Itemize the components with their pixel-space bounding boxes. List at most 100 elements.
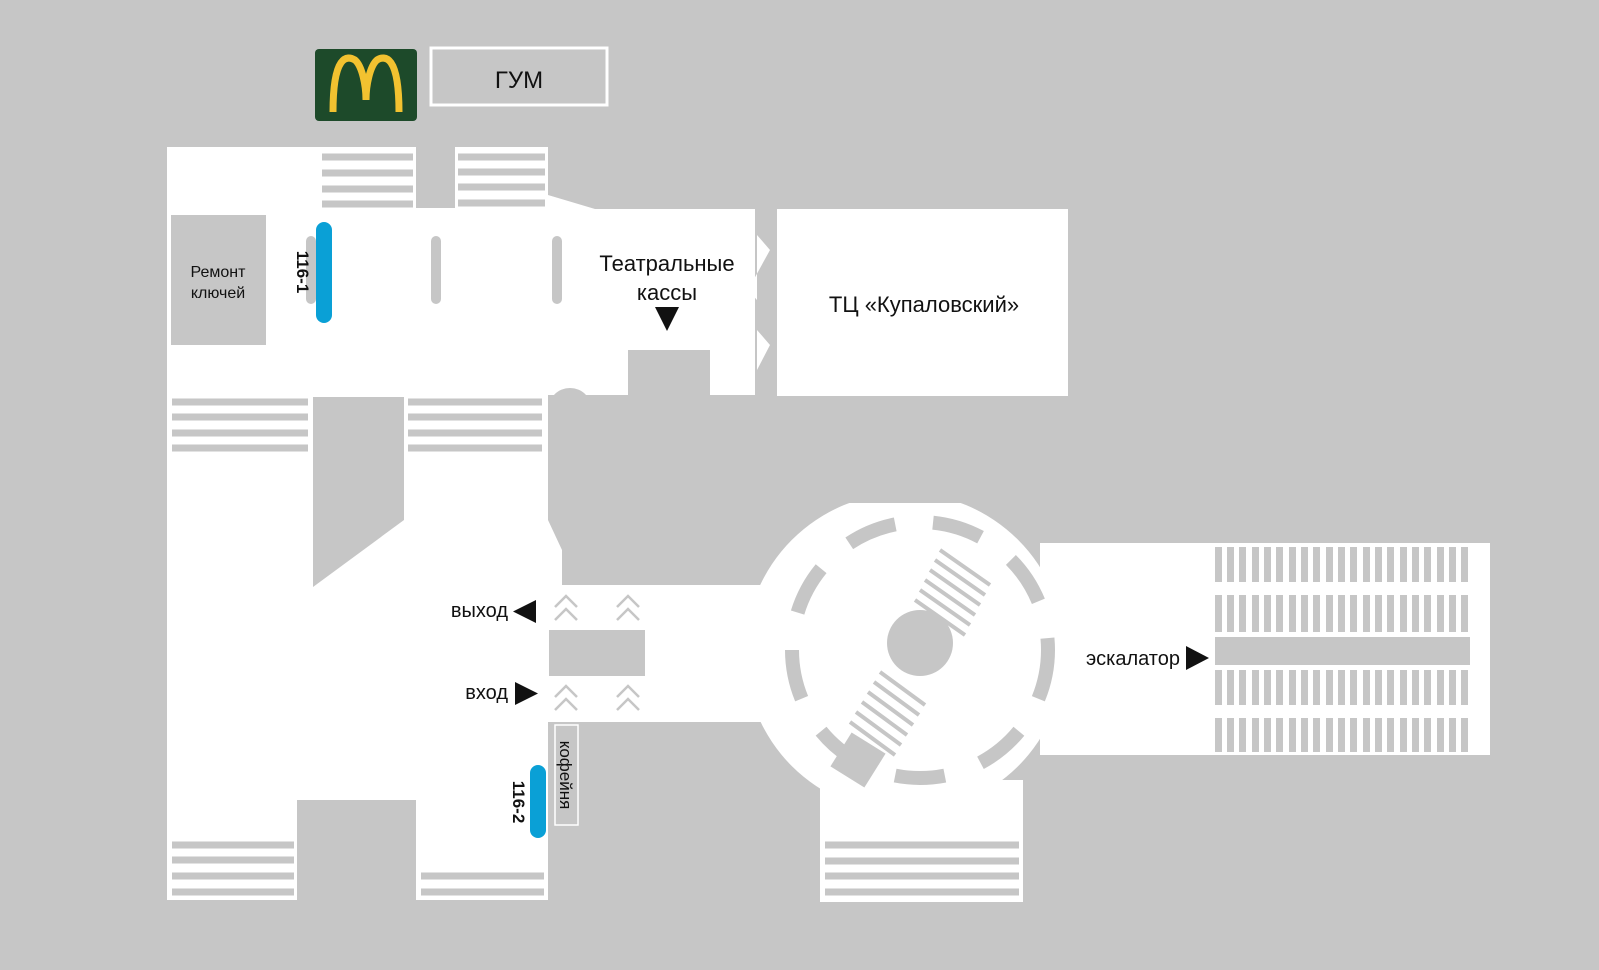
escalator-bar: [1313, 547, 1320, 582]
escalator-bar: [1264, 718, 1271, 752]
escalator-bar: [1215, 718, 1222, 752]
escalator-bar: [1338, 670, 1345, 705]
escalator-bar: [1252, 670, 1259, 705]
escalator-bar: [1289, 670, 1296, 705]
arrow-right-icon: [515, 682, 538, 705]
stop-1-label: 116-1: [293, 251, 312, 294]
escalator-bar: [1301, 718, 1308, 752]
escalator-bar: [1276, 670, 1283, 705]
escalator-bar: [1375, 547, 1382, 582]
escalator-bar: [1449, 547, 1456, 582]
escalator-bar: [1412, 718, 1419, 752]
escalator-bar: [1461, 670, 1468, 705]
escalator-bar: [1252, 718, 1259, 752]
bus-stop-116-2[interactable]: [530, 765, 546, 838]
escalator-bar: [1387, 595, 1394, 632]
escalator-bar: [1289, 595, 1296, 632]
coffee-shop[interactable]: кофейня: [554, 724, 579, 826]
escalator-bar: [1350, 547, 1357, 582]
escalator-bar: [1449, 595, 1456, 632]
escalator-bar: [1412, 670, 1419, 705]
turnstile-block: [549, 630, 645, 676]
escalator-bar: [1252, 595, 1259, 632]
exit-label: выход: [451, 600, 508, 622]
escalator-bar: [1375, 595, 1382, 632]
escalator-bar: [1301, 595, 1308, 632]
gum-label: ГУМ: [495, 67, 543, 94]
escalator-bar: [1227, 595, 1234, 632]
coffee-label: кофейня: [556, 741, 575, 810]
escalator-bar: [1437, 670, 1444, 705]
escalator-bar: [1338, 547, 1345, 582]
escalator-bar: [1387, 718, 1394, 752]
escalator-bar: [1375, 718, 1382, 752]
key-repair-kiosk: [171, 215, 266, 345]
escalator-bar: [1215, 670, 1222, 705]
escalator-bar: [1264, 547, 1271, 582]
escalator-bar: [1437, 547, 1444, 582]
escalator-bar: [1412, 547, 1419, 582]
escalator-bar: [1252, 547, 1259, 582]
arrow-down-icon: [655, 307, 679, 331]
escalator-bar: [1437, 718, 1444, 752]
escalator-bar: [1449, 718, 1456, 752]
escalator-divider: [1215, 637, 1470, 665]
theatre-label-1: Театральные: [599, 251, 734, 276]
stop-2-label: 116-2: [509, 781, 528, 824]
gum-store[interactable]: ГУМ: [429, 46, 609, 107]
arrow-left-icon: [513, 600, 536, 623]
bus-stop-116-1[interactable]: [316, 222, 332, 323]
escalator-bar: [1363, 547, 1370, 582]
escalator-bar: [1350, 595, 1357, 632]
direction-chevrons: [554, 594, 640, 711]
escalator-bar: [1375, 670, 1382, 705]
escalator-bar: [1363, 595, 1370, 632]
escalator-steps: [848, 548, 992, 757]
theatre-label-2: кассы: [637, 280, 697, 305]
escalator-bar: [1338, 718, 1345, 752]
escalator-bar: [1424, 670, 1431, 705]
key-repair-label-2: ключей: [191, 285, 245, 302]
column: [887, 610, 953, 676]
escalator-bar: [1400, 595, 1407, 632]
escalator-bar: [1289, 718, 1296, 752]
escalator-bar: [1350, 670, 1357, 705]
escalator-bar: [1326, 718, 1333, 752]
escalator-bar: [1276, 718, 1283, 752]
key-repair-label-1: Ремонт: [191, 264, 247, 281]
escalator-bars: [1215, 547, 1468, 752]
escalator-bar: [1215, 595, 1222, 632]
escalator-bar: [1289, 547, 1296, 582]
escalator-bar: [1387, 670, 1394, 705]
escalator-bar: [1449, 670, 1456, 705]
mall-label[interactable]: ТЦ «Купаловский»: [829, 292, 1019, 317]
escalator-bar: [1239, 547, 1246, 582]
escalator-bar: [1264, 670, 1271, 705]
escalator-bar: [1424, 547, 1431, 582]
escalator-bar: [1400, 547, 1407, 582]
escalator-bar: [1363, 670, 1370, 705]
escalator-bar: [1313, 595, 1320, 632]
escalator-bar: [1215, 547, 1222, 582]
escalator-bar: [1313, 718, 1320, 752]
escalator-bar: [1412, 595, 1419, 632]
escalator-bar: [1239, 670, 1246, 705]
escalator-bar: [1227, 718, 1234, 752]
escalator-bar: [1461, 595, 1468, 632]
escalator-bar: [1400, 718, 1407, 752]
escalator-bar: [1227, 670, 1234, 705]
escalator-bar: [1461, 547, 1468, 582]
escalator-bar: [1350, 718, 1357, 752]
escalator-bar: [1326, 670, 1333, 705]
stairs: [172, 153, 1019, 896]
mcdonalds-logo: [315, 49, 417, 121]
arrow-right-icon: [1186, 646, 1209, 670]
escalator-bar: [1301, 547, 1308, 582]
escalator-bar: [1363, 718, 1370, 752]
escalator-bar: [1227, 547, 1234, 582]
escalator-bar: [1239, 718, 1246, 752]
escalator-bar: [1326, 595, 1333, 632]
escalator-bar: [1424, 595, 1431, 632]
escalator-bar: [1313, 670, 1320, 705]
